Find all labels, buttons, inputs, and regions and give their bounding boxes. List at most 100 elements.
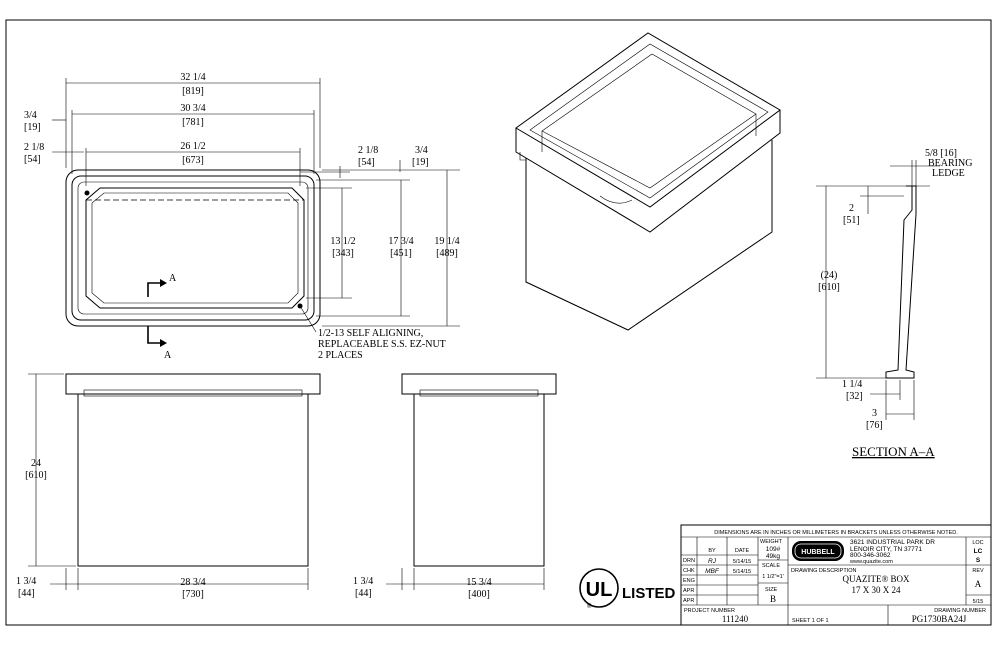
tb-row-apr2: APR xyxy=(683,598,694,604)
tb-weight-lb: 109# xyxy=(766,546,781,553)
plan-outer-rim xyxy=(65,169,321,327)
section-dim-flange-mm: [76] xyxy=(866,420,883,431)
dim-left-b: 2 1/8 xyxy=(24,142,44,153)
tb-rev-label: REV xyxy=(972,568,984,574)
plan-ledge xyxy=(77,181,309,315)
section-arrowhead-lower xyxy=(160,339,167,347)
iso-lug xyxy=(599,195,633,204)
section-dim-base-mm: [32] xyxy=(846,391,863,402)
section-dim-2-mm: [51] xyxy=(843,215,860,226)
tb-loc1: LC xyxy=(974,548,983,555)
note-line1: 1/2-13 SELF ALIGNING, xyxy=(318,328,423,339)
dim-overall-width-mm: [819] xyxy=(182,86,204,97)
tb-size: B xyxy=(770,594,776,604)
front-dim-wall: 1 3/4 xyxy=(16,576,36,587)
section-dim-2: 2 xyxy=(849,203,854,214)
tb-desc-label: DRAWING DESCRIPTION xyxy=(791,568,857,574)
dim-left-a-mm: [19] xyxy=(24,122,41,133)
tb-address2: LENOIR CITY, TN 37771 xyxy=(850,546,922,553)
tb-chk-date: 5/14/15 xyxy=(733,569,751,575)
hubbell-logo-text: HUBBELL xyxy=(801,549,835,556)
front-dim-height: 24 xyxy=(31,458,41,469)
dim-overall-height: 19 1/4 xyxy=(434,236,459,247)
tb-col-by: BY xyxy=(708,548,716,554)
dim-mid-width-mm: [781] xyxy=(182,117,204,128)
ul-registered: ® xyxy=(587,603,592,610)
isometric-view xyxy=(515,32,781,331)
tb-rev: A xyxy=(975,579,982,589)
front-dim-height-mm: [610] xyxy=(25,470,47,481)
side-rim xyxy=(401,373,557,395)
tb-size-label: SIZE xyxy=(765,587,778,593)
tb-loc-label: LOC xyxy=(972,540,983,546)
tb-row-apr1: APR xyxy=(683,588,694,594)
tb-rev-date: 5/15 xyxy=(973,599,984,605)
dim-overall-height-mm: [489] xyxy=(436,248,458,259)
tb-project: 111240 xyxy=(722,614,749,624)
side-dim-wall-mm: [44] xyxy=(355,588,372,599)
ez-nut-left xyxy=(84,190,90,196)
tb-phone: 800-346-3062 xyxy=(850,552,891,559)
dim-left-a: 3/4 xyxy=(24,110,37,121)
section-arrow-upper xyxy=(147,282,160,297)
side-body xyxy=(413,394,545,567)
dim-mid-height-mm: [451] xyxy=(390,248,412,259)
tb-weight-kg: 49kg xyxy=(766,553,780,560)
dim-left-b-mm: [54] xyxy=(24,154,41,165)
note-line3: 2 PLACES xyxy=(318,350,363,361)
tb-desc1: QUAZITE® BOX xyxy=(842,574,910,584)
section-view: 5/8 [16] BEARING LEDGE 2 [51] (24) [610]… xyxy=(816,148,972,459)
tb-scale: 1 1/2"=1' xyxy=(762,574,784,580)
section-ledge-dim: 5/8 [16] xyxy=(925,148,957,159)
side-dim-width-mm: [400] xyxy=(468,589,490,600)
tb-drn-by: RJ xyxy=(708,558,717,565)
section-profile xyxy=(885,185,917,379)
dim-inner-height: 13 1/2 xyxy=(330,236,355,247)
front-dim-width-mm: [730] xyxy=(182,589,204,600)
iso-rim-side xyxy=(515,110,781,233)
hubbell-logo xyxy=(792,541,844,561)
side-view: 1 3/4 [44] 15 3/4 [400] xyxy=(353,373,557,600)
tb-col-date: DATE xyxy=(735,548,750,554)
section-ledge-label1: BEARING xyxy=(928,158,972,169)
section-ledge-label2: LEDGE xyxy=(932,168,965,179)
front-body xyxy=(77,394,309,567)
tb-drawing-number: PG1730BA24J xyxy=(912,614,967,624)
note-leader xyxy=(299,305,317,333)
title-block: DIMENSIONS ARE IN INCHES OR MILLIMETERS … xyxy=(680,524,992,626)
plan-opening xyxy=(85,187,305,309)
front-dim-width: 28 3/4 xyxy=(180,577,205,588)
front-rim xyxy=(65,373,321,395)
tb-chk-by: MBF xyxy=(705,568,720,575)
plan-opening-inner xyxy=(91,192,299,304)
tb-web: www.quazite.com xyxy=(849,559,893,565)
section-dim-flange: 3 xyxy=(872,408,877,419)
tb-desc2: 17 X 30 X 24 xyxy=(852,585,901,595)
tb-drawing-label: DRAWING NUMBER xyxy=(934,608,986,614)
tb-project-label: PROJECT NUMBER xyxy=(684,608,735,614)
section-mark-lower: A xyxy=(164,350,172,361)
section-dim-height-mm: [610] xyxy=(818,282,840,293)
iso-lug xyxy=(519,152,526,161)
tb-loc2: S xyxy=(976,557,981,564)
ul-listed-text: LISTED xyxy=(622,585,676,602)
tb-row-drn: DRN xyxy=(683,558,695,564)
section-mark-upper: A xyxy=(169,273,177,284)
tb-row-eng: ENG xyxy=(683,578,695,584)
tb-header: DIMENSIONS ARE IN INCHES OR MILLIMETERS … xyxy=(714,530,958,536)
dim-right-a-mm: [54] xyxy=(358,157,375,168)
section-dim-height: (24) xyxy=(821,270,838,281)
tb-scale-label: SCALE xyxy=(762,563,780,569)
side-dim-width: 15 3/4 xyxy=(466,577,491,588)
section-arrowhead-upper xyxy=(160,279,167,287)
section-arrow-lower xyxy=(147,326,160,344)
dim-right-a: 2 1/8 xyxy=(358,145,378,156)
side-ledge xyxy=(419,389,539,397)
dim-inner-width: 26 1/2 xyxy=(180,141,205,152)
tb-address1: 3621 INDUSTRIAL PARK DR xyxy=(850,539,935,546)
ul-letters: UL xyxy=(586,579,613,601)
hubbell-logo-inner xyxy=(794,543,842,559)
iso-top-mid xyxy=(529,43,769,199)
note-line2: REPLACEABLE S.S. EZ-NUT xyxy=(318,339,446,350)
